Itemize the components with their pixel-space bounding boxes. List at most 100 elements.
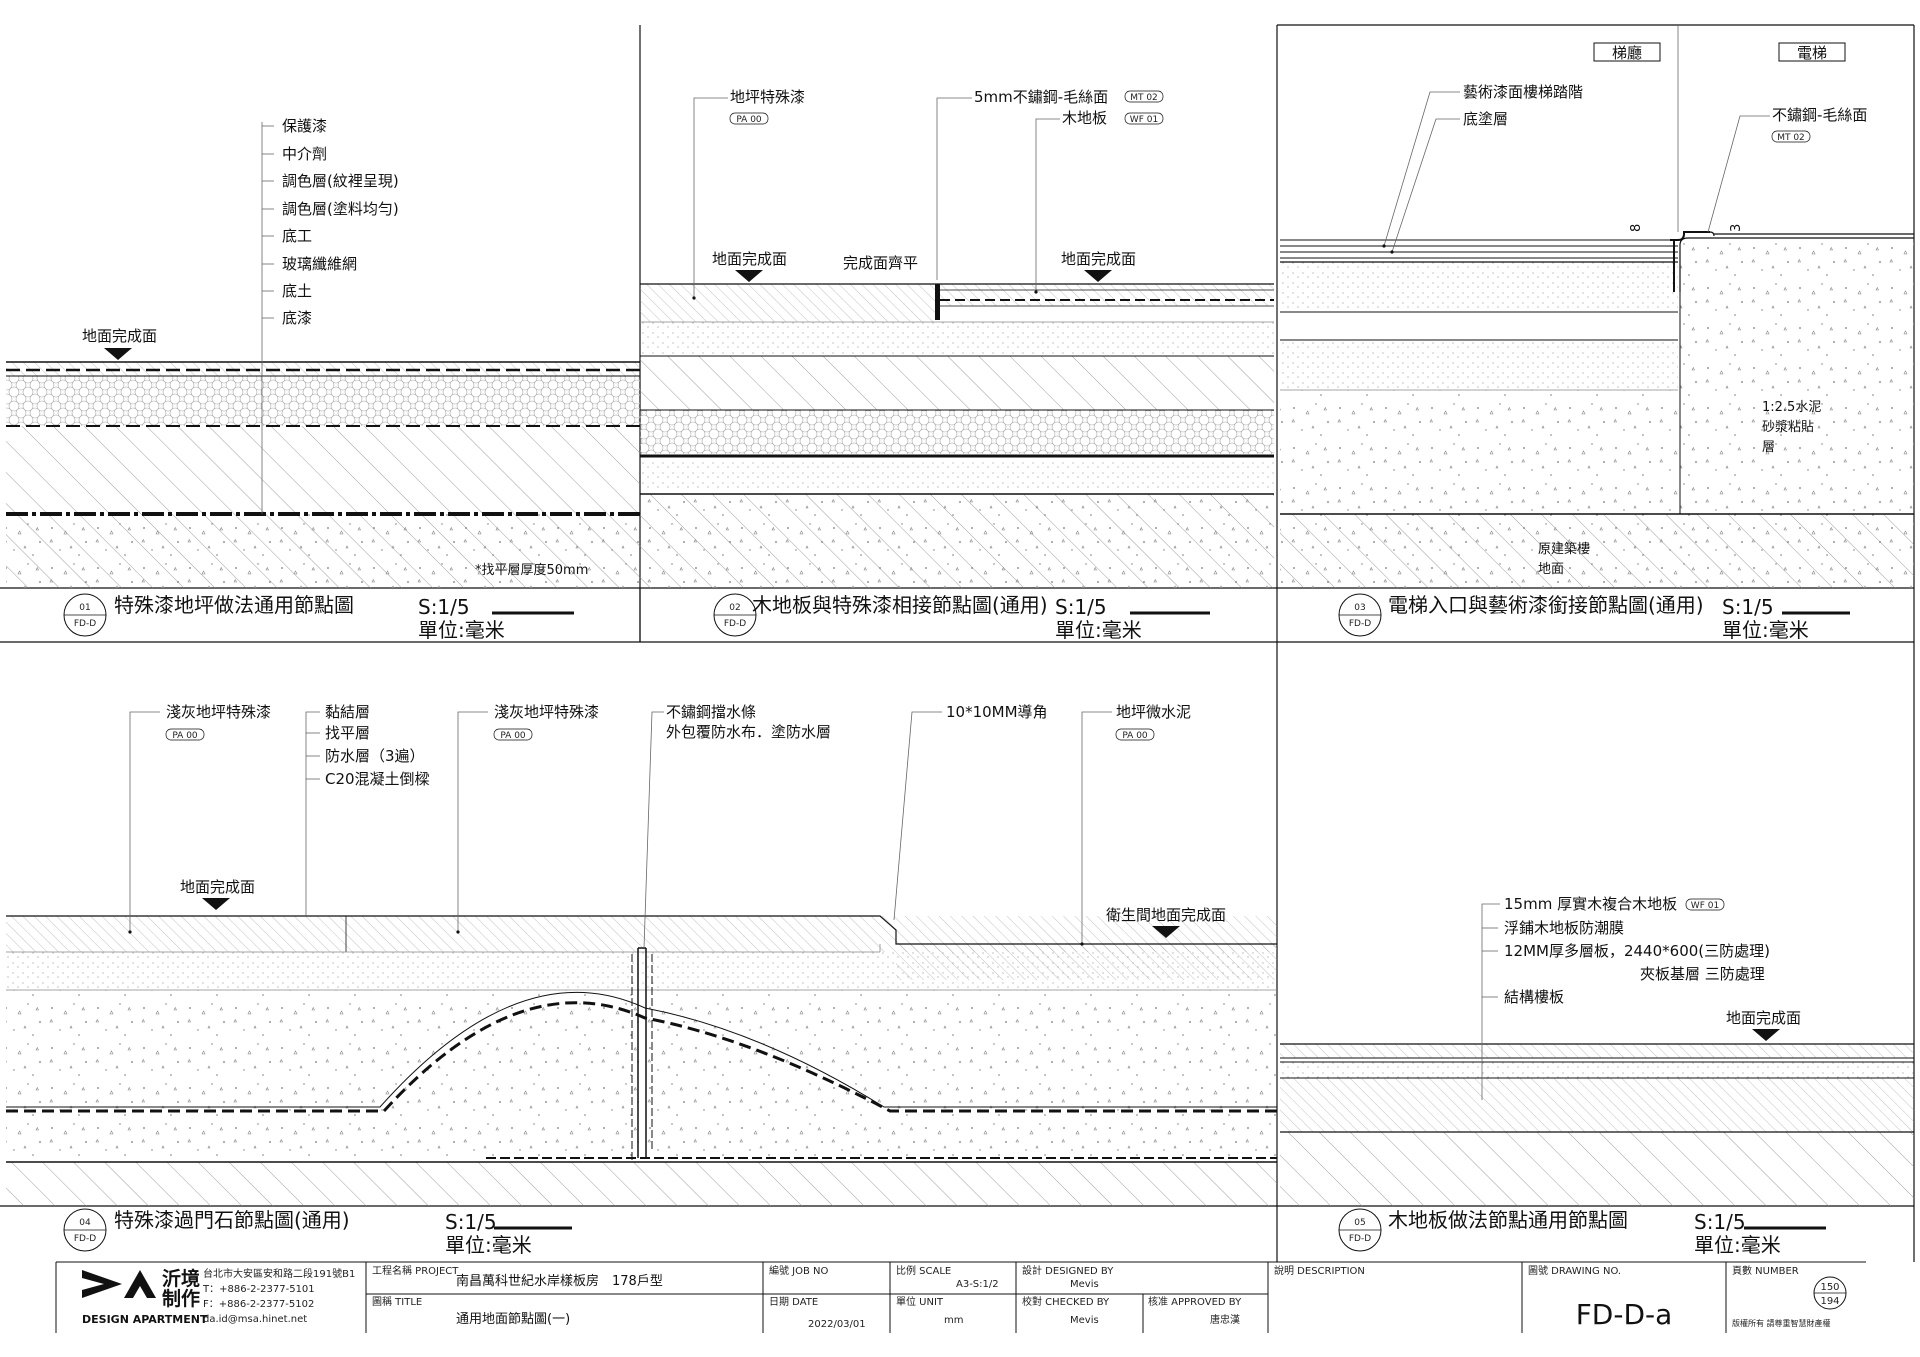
wood-label: 15mm 厚實木複合木地板: [1504, 895, 1677, 913]
detail-number: 05: [1354, 1218, 1365, 1228]
material-tag: MT 02: [1130, 93, 1158, 103]
layer-label: 底工: [282, 227, 312, 245]
logo-en: DESIGN APARTMENT: [82, 1313, 208, 1326]
logo-cn-2: 制作: [162, 1287, 200, 1310]
level-marker-icon: [104, 348, 132, 360]
detail-number: 04: [79, 1218, 91, 1228]
detail-04: 淺灰地坪特殊漆 PA 00 黏結層 找平層 防水層（3遍） C20混凝土倒樑 淺…: [6, 703, 1277, 1257]
film-label: 浮鋪木地板防潮膜: [1504, 919, 1624, 937]
detail-title: 木地板做法節點通用節點圖: [1388, 1208, 1628, 1232]
finish-level-label: 地面完成面: [82, 327, 157, 345]
flush-label: 完成面齊平: [843, 254, 918, 272]
layer-label: C20混凝土倒樑: [325, 770, 430, 788]
detail-01: 保護漆 中介劑 調色層(紋裡呈現) 調色層(塗料均勻) 底工 玻璃纖維網 底土 …: [6, 117, 640, 642]
detail-number: 01: [79, 603, 90, 613]
screed-body: [6, 990, 1277, 1162]
layer-label: 調色層(紋裡呈現): [282, 172, 399, 190]
layer-leaders: [262, 125, 274, 319]
sheet-ref: FD-D: [1349, 619, 1371, 629]
special-paint-layer: [640, 284, 938, 322]
detail-scale: S:1/5: [1055, 595, 1107, 619]
level-marker-icon: [735, 270, 763, 282]
steel-sub-label: 外包覆防水布．塗防水層: [666, 723, 831, 741]
wood-floor-layer: [1280, 1044, 1914, 1058]
structural-slab: [6, 1162, 1277, 1206]
detail-03: 梯廳 電梯 8 3: [1280, 25, 1914, 642]
layer-label: 底漆: [282, 309, 312, 327]
layer-label: 防水層（3遍）: [325, 747, 425, 765]
detail-unit: 單位:毫米: [445, 1233, 532, 1257]
material-tag: WF 01: [1130, 115, 1158, 125]
detail-title: 特殊漆地坪做法通用節點圖: [114, 593, 354, 617]
drawing-number: FD-D-a: [1576, 1298, 1673, 1331]
scale-header: 比例 SCALE: [896, 1264, 951, 1277]
designed-value: Mevis: [1070, 1279, 1099, 1290]
structural-slab: [1280, 1132, 1914, 1206]
page-total: 194: [1820, 1296, 1839, 1307]
checked-header: 校對 CHECKED BY: [1022, 1295, 1110, 1308]
mortar-label: 砂漿粘貼: [1762, 420, 1814, 435]
screed-layer: [6, 426, 640, 514]
level-marker-icon: [1084, 270, 1112, 282]
detail-02: 地坪特殊漆 PA 00 5mm不鏽鋼-毛絲面 MT 02 木地板 WF 01 地…: [640, 88, 1274, 642]
finish-coat: [6, 362, 640, 376]
unit-header: 單位 UNIT: [896, 1295, 944, 1308]
slab-label: 地面: [1538, 562, 1564, 577]
copyright: 版權所有 請尊重智慧財產權: [1732, 1318, 1831, 1328]
layer-label: 黏結層: [325, 703, 370, 721]
detail-unit: 單位:毫米: [1694, 1233, 1781, 1257]
material-tag: MT 02: [1777, 133, 1805, 143]
detail-unit: 單位:毫米: [418, 618, 505, 642]
plywood-label: 12MM厚多層板，2440*600(三防處理): [1504, 942, 1770, 960]
title-header: 圖稱 TITLE: [372, 1296, 422, 1308]
layer-label: 中介劑: [282, 145, 327, 163]
struct-label: 結構樓板: [1504, 988, 1564, 1006]
detail-scale: S:1/5: [418, 595, 470, 619]
room-label-elevator: 電梯: [1797, 44, 1827, 62]
layer-label: 底土: [282, 282, 312, 300]
layer-label: 找平層: [325, 724, 370, 742]
finish-level-label: 地面完成面: [712, 250, 787, 268]
date-header: 日期 DATE: [769, 1296, 818, 1308]
checked-value: Mevis: [1070, 1315, 1099, 1326]
finish-level-label: 衛生間地面完成面: [1106, 906, 1226, 924]
mortar-label: 層: [1762, 440, 1775, 455]
description-header: 說明 DESCRIPTION: [1274, 1264, 1365, 1277]
project-name: 南昌萬科世紀水岸樣板房 178戶型: [456, 1273, 663, 1289]
approved-value: 唐忠漢: [1210, 1313, 1240, 1326]
title-block: 沂境 制作 DESIGN APARTMENT 台北市大安區安和路二段191號B1…: [55, 1261, 1866, 1333]
material-tag: PA 00: [736, 115, 762, 125]
slab-label: 原建築樓: [1538, 542, 1590, 557]
paint-label: 淺灰地坪特殊漆: [494, 703, 599, 721]
plywood-layer: [1280, 1078, 1914, 1132]
wood-floor-layer: [940, 284, 1274, 306]
project-header: 工程名稱 PROJECT: [372, 1264, 459, 1277]
detail-title: 木地板與特殊漆相接節點圖(通用): [752, 593, 1048, 617]
steel-label: 5mm不鏽鋼-毛絲面: [974, 88, 1108, 106]
detail-number: 03: [1354, 603, 1365, 613]
detail-unit: 單位:毫米: [1722, 618, 1809, 642]
material-tag: WF 01: [1691, 901, 1719, 911]
room-label-lobby: 梯廳: [1612, 44, 1642, 62]
sheet-ref: FD-D: [1349, 1234, 1371, 1244]
finish-level-label: 地面完成面: [1726, 1009, 1801, 1027]
steel-label: 不鏽鋼-毛絲面: [1772, 106, 1867, 124]
detail-unit: 單位:毫米: [1055, 618, 1142, 642]
level-marker-icon: [1752, 1029, 1780, 1041]
unit-value: mm: [944, 1315, 963, 1326]
detail-scale: S:1/5: [1694, 1210, 1746, 1234]
dimension-text: 3: [1729, 224, 1744, 232]
sheet-ref: FD-D: [724, 619, 746, 629]
material-tag: PA 00: [500, 731, 526, 741]
note-text: *找平層厚度50mm: [475, 562, 588, 578]
sheet-ref: FD-D: [74, 619, 96, 629]
detail-title: 電梯入口與藝術漆銜接節點圖(通用): [1388, 593, 1704, 617]
paint-label: 地坪特殊漆: [730, 88, 805, 106]
material-tag: PA 00: [1122, 731, 1148, 741]
address: 台北市大安區安和路二段191號B1: [203, 1267, 355, 1280]
date-value: 2022/03/01: [808, 1319, 866, 1330]
chamfer-label: 10*10MM導角: [946, 703, 1048, 721]
layer-label: 保護漆: [282, 117, 327, 135]
designed-header: 設計 DESIGNED BY: [1022, 1264, 1114, 1277]
page-number: 150: [1820, 1282, 1839, 1293]
